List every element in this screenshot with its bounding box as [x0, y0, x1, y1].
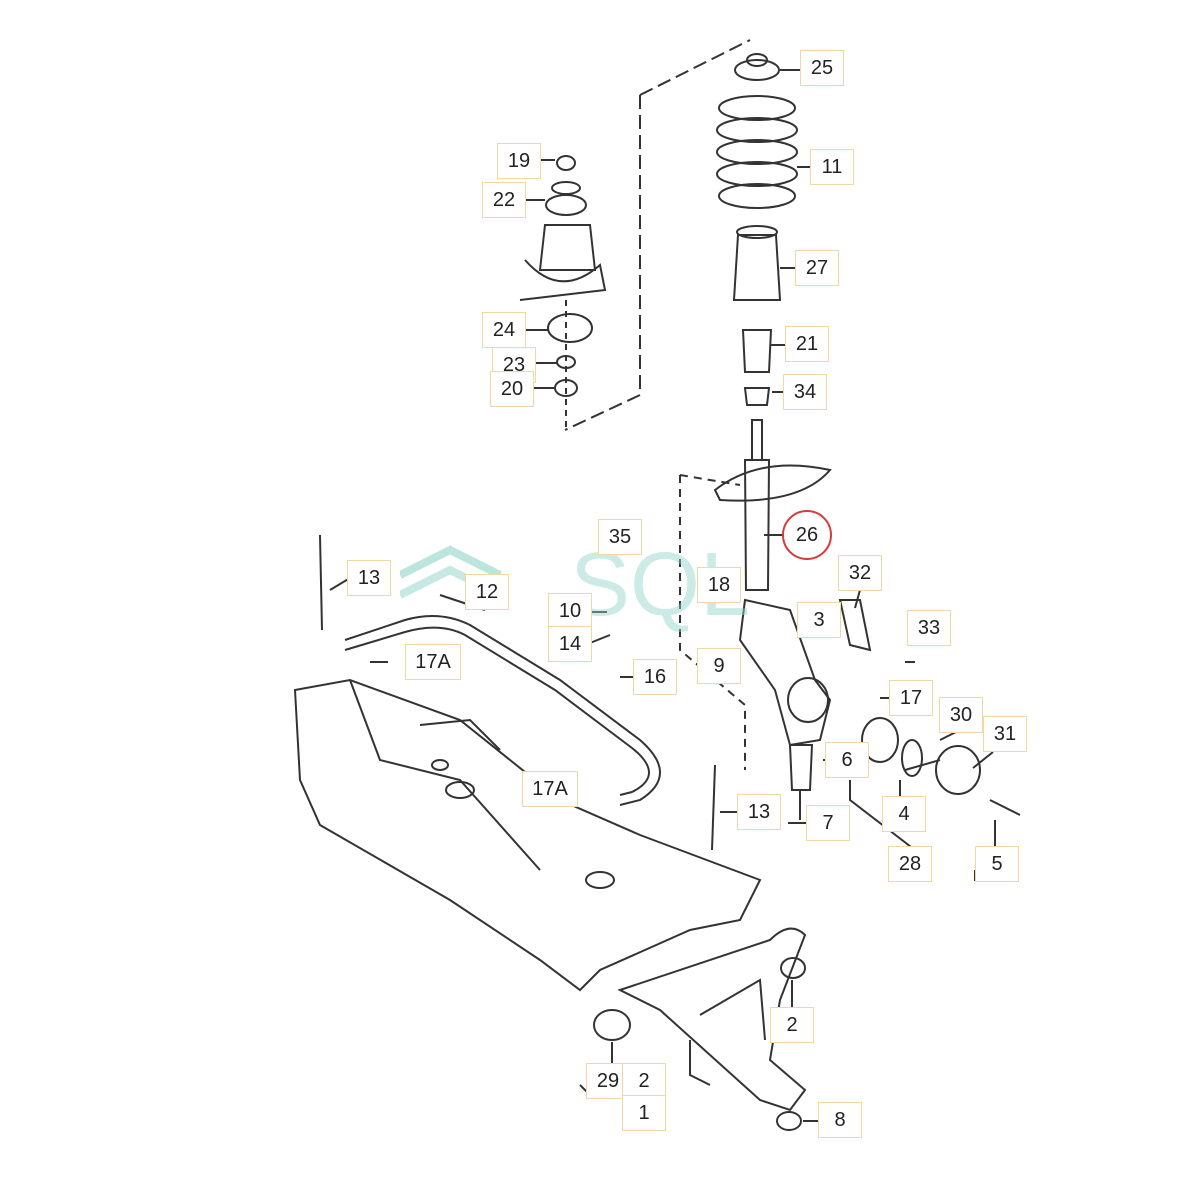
mount-bearing	[545, 194, 587, 216]
stop-ring	[743, 387, 771, 406]
callout-33: 33	[907, 610, 951, 646]
lower-control-arm	[617, 927, 807, 1112]
ball-joint	[788, 744, 814, 791]
bump-stop	[741, 329, 773, 373]
callout-5: 5	[975, 846, 1019, 882]
callout-27: 27	[795, 250, 839, 286]
dust-boot	[732, 234, 782, 301]
callout-22: 22	[482, 182, 526, 218]
callout-21: 21	[785, 326, 829, 362]
subframe	[293, 678, 762, 992]
callout-13: 13	[347, 560, 391, 596]
callout-4: 4	[882, 796, 926, 832]
arm-bushing-front	[593, 1009, 631, 1041]
strut-mount-housing	[538, 224, 597, 271]
callout-11: 11	[810, 149, 854, 185]
callout-28: 28	[888, 846, 932, 882]
strut-body	[743, 459, 771, 591]
callout-6: 6	[825, 742, 869, 778]
callout-34: 34	[783, 374, 827, 410]
callout-26: 26	[782, 510, 832, 560]
callout-9: 9	[697, 648, 741, 684]
splash-shield	[838, 599, 872, 652]
spring-seat	[713, 464, 832, 502]
callout-10: 10	[548, 593, 592, 629]
callout-20: 20	[490, 371, 534, 407]
callout-13-lower: 13	[737, 794, 781, 830]
link-rod-right	[711, 764, 716, 851]
callout-12: 12	[465, 574, 509, 610]
callout-7: 7	[806, 805, 850, 841]
callout-17A-mid: 17A	[522, 771, 578, 807]
arm-bushing-rear	[780, 957, 806, 979]
callout-24: 24	[482, 312, 526, 348]
coil-spring	[716, 95, 798, 209]
hub-bolt	[989, 799, 1021, 816]
circlip	[901, 739, 923, 777]
wheel-bearing	[861, 717, 899, 763]
callout-25: 25	[800, 50, 844, 86]
mount-frame-line	[564, 39, 751, 431]
callout-16: 16	[633, 659, 677, 695]
callout-8: 8	[818, 1102, 862, 1138]
callout-2-left: 2	[622, 1063, 666, 1099]
stabilizer-bar	[344, 615, 661, 806]
top-mount	[734, 59, 780, 81]
callout-1: 1	[622, 1095, 666, 1131]
strut-rod	[751, 419, 763, 461]
callout-35: 35	[598, 519, 642, 555]
wheel-hub	[935, 745, 981, 795]
callout-3: 3	[797, 602, 841, 638]
mount-bushing	[547, 313, 593, 343]
callout-18: 18	[697, 567, 741, 603]
link-rod-left	[319, 534, 323, 631]
callout-14: 14	[548, 626, 592, 662]
callout-17: 17	[889, 680, 933, 716]
callout-17A-left: 17A	[405, 644, 461, 680]
callout-30: 30	[939, 697, 983, 733]
callout-31: 31	[983, 716, 1027, 752]
callout-19: 19	[497, 143, 541, 179]
callout-32: 32	[838, 555, 882, 591]
callout-2-right: 2	[770, 1007, 814, 1043]
